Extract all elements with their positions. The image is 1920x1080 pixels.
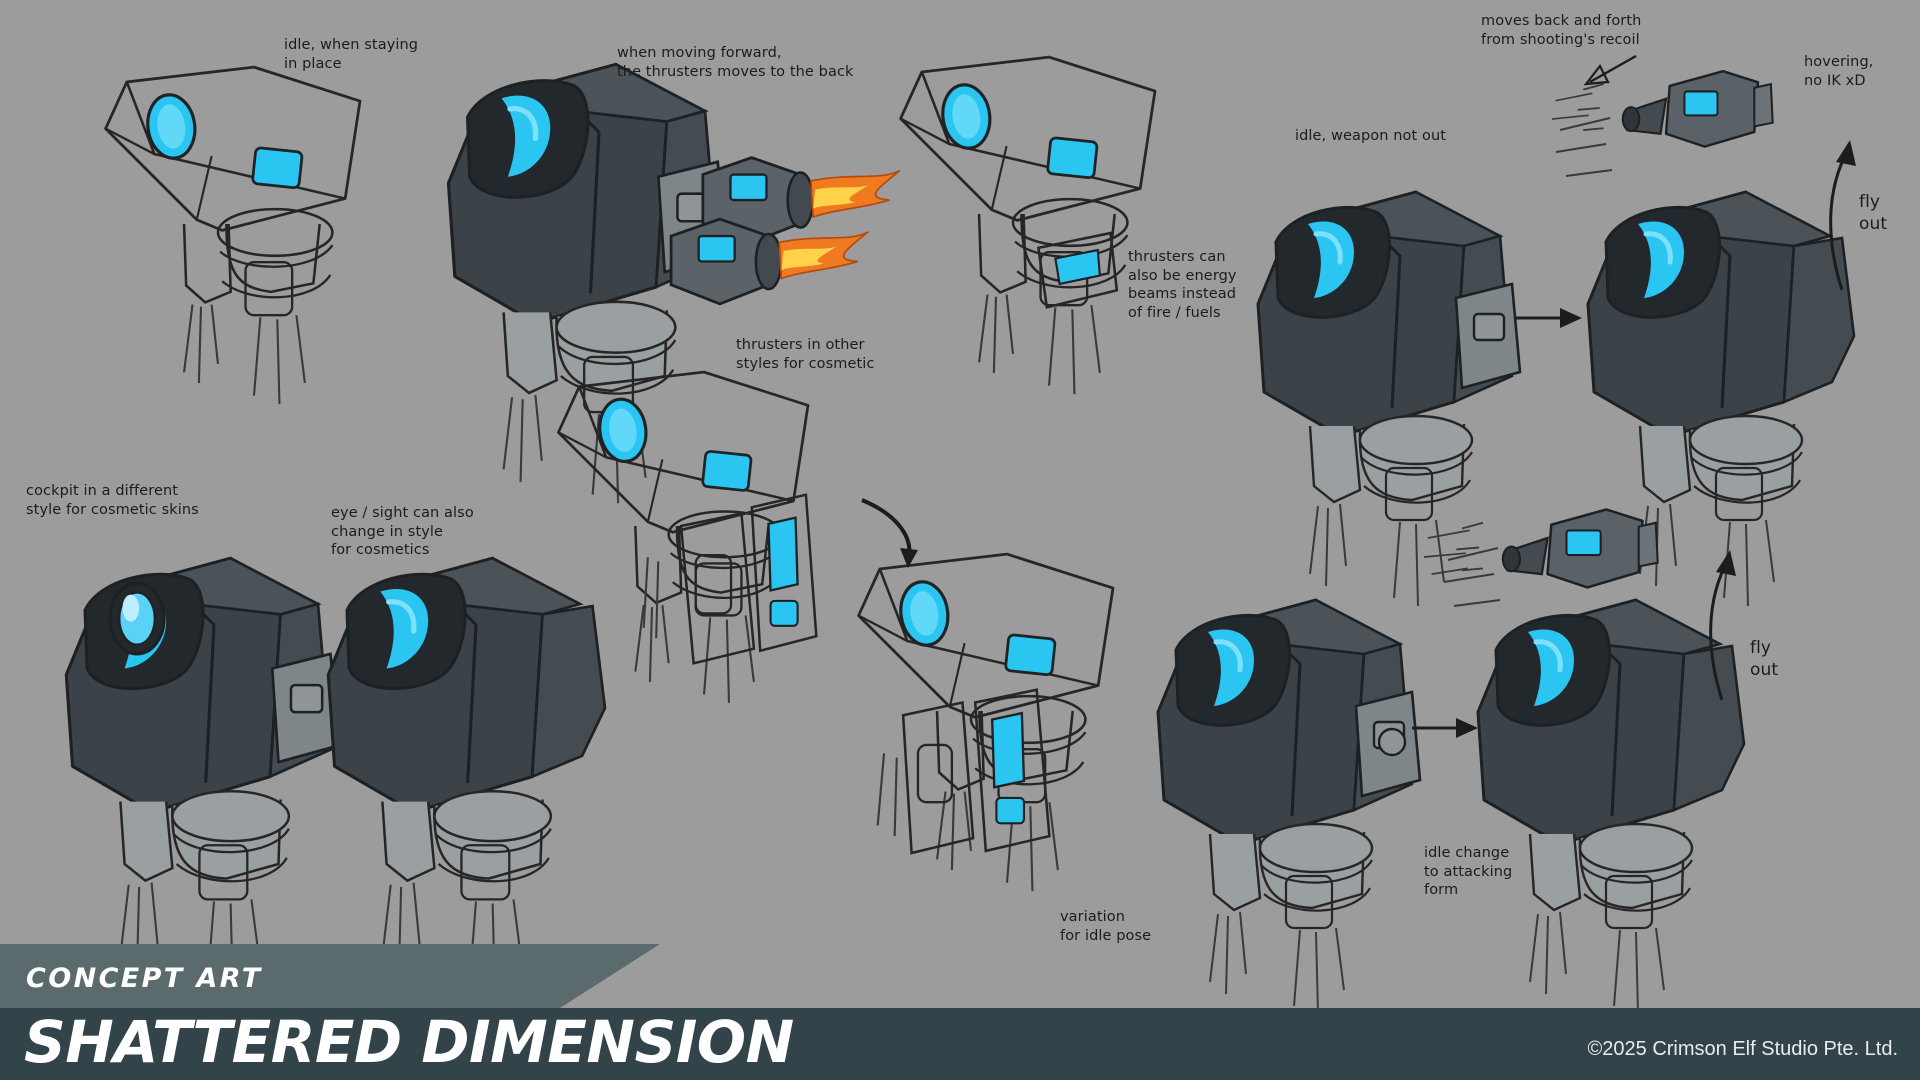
- annotation-variation-idle-pose: variation for idle pose: [1060, 909, 1152, 944]
- figure-idle-weapon-stowed-2: [1158, 600, 1420, 1014]
- figure-idle-sketch-1: [104, 65, 362, 406]
- figure-idle-weapon-stowed: [1258, 192, 1520, 606]
- bottom-banner: CONCEPT ART SHATTERED DIMENSION ©2025 Cr…: [0, 944, 1920, 1080]
- arrow-recoil-to-gun: [1583, 54, 1637, 86]
- annotation-moving-forward: when moving forward, the thrusters moves…: [617, 45, 854, 80]
- title-band: [0, 1008, 1920, 1080]
- copyright-notice: ©2025 Crimson Elf Studio Pte. Ltd.: [1587, 1038, 1898, 1060]
- arrow-fly-out-top: [1829, 140, 1856, 291]
- annotation-hovering-no-ik: hovering, no IK xD: [1804, 54, 1874, 89]
- figure-gun-top: [1551, 70, 1774, 148]
- concept-art-label: CONCEPT ART: [26, 963, 263, 994]
- figure-idle-pose-variation: [857, 552, 1115, 893]
- figure-idle-sketch-2: [899, 55, 1157, 396]
- figure-moving-forward: [448, 64, 901, 503]
- figure-cockpit-variant: [66, 558, 338, 989]
- annotation-cockpit-style: cockpit in a different style for cosmeti…: [26, 483, 199, 518]
- annotation-idle-weapon-not-out: idle, weapon not out: [1295, 128, 1447, 144]
- figure-eye-variant: [328, 558, 605, 989]
- annotation-fly-out-bottom: fly out: [1750, 638, 1779, 680]
- annotation-recoil: moves back and forth from shooting's rec…: [1481, 13, 1642, 48]
- figure-gun-bottom: [1423, 508, 1659, 589]
- annotation-idle-in-place: idle, when staying in place: [284, 37, 419, 72]
- annotation-eye-sight-style: eye / sight can also change in style for…: [331, 505, 474, 559]
- motion-lines: [1443, 117, 1613, 607]
- arrow-idle-to-attack-top: [1516, 308, 1582, 328]
- annotation-idle-to-attacking: idle change to attacking form: [1424, 845, 1513, 899]
- arrow-thruster-cosmetic-to-idle-variation: [861, 498, 918, 568]
- annotation-thruster-energy: thrusters can also be energy beams inste…: [1128, 249, 1237, 321]
- arrow-fly-out-bottom: [1709, 550, 1736, 701]
- project-title: SHATTERED DIMENSION: [24, 1008, 794, 1076]
- arrow-idle-to-attack-bottom: [1412, 718, 1478, 738]
- concept-art-strip: [0, 944, 660, 1008]
- figure-thruster-cosmetic: [556, 370, 818, 705]
- annotation-thruster-styles: thrusters in other styles for cosmetic: [736, 337, 875, 372]
- annotation-fly-out-top: fly out: [1859, 192, 1888, 234]
